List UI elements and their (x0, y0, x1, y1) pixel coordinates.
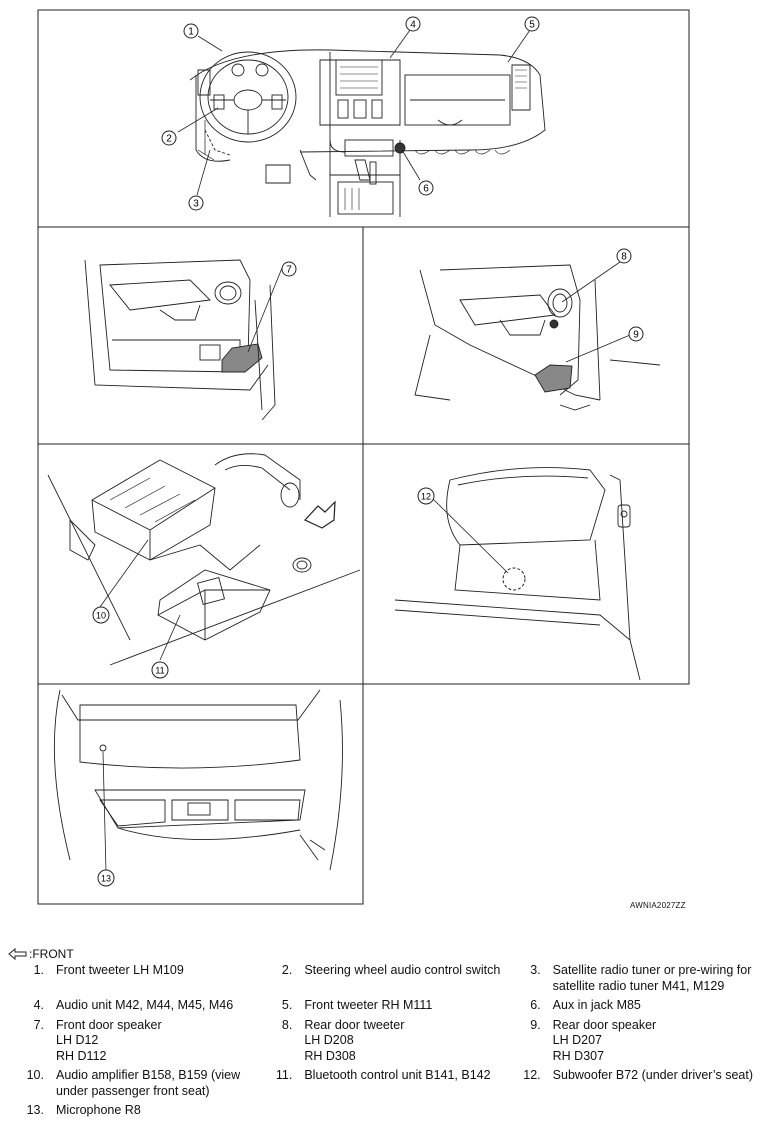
callout-1: 1 (183, 23, 199, 39)
legend-num: 8. (281, 1017, 293, 1032)
legend-item: 7. Front door speaker LH D12 RH D112 (22, 1018, 270, 1065)
svg-text:6: 6 (423, 184, 429, 195)
legend-item: 12. Subwoofer B72 (under driver’s seat) (519, 1068, 767, 1099)
legend-num: 4. (33, 998, 44, 1012)
legend-num: 11. (275, 1068, 293, 1082)
legend-num: 7. (33, 1017, 44, 1032)
legend-item: 6. Aux in jack M85 (519, 998, 767, 1014)
callout-6: 6 (418, 180, 434, 196)
legend-num: 6. (530, 998, 541, 1012)
panel-under-seat (37, 443, 364, 685)
callout-9: 9 (628, 326, 644, 342)
legend-item: 11. Bluetooth control unit B141, B142 (270, 1068, 518, 1099)
svg-text:9: 9 (633, 330, 639, 341)
front-label: :FRONT (29, 947, 74, 961)
under-seat-drawing (47, 453, 361, 666)
legend-item: 9. Rear door speaker LH D207 RH D307 (519, 1018, 767, 1065)
dashboard-leaders (177, 29, 531, 196)
legend: 1. Front tweeter LH M109 2. Steering wheel… (22, 963, 767, 1123)
callout-11: 11 (151, 661, 169, 679)
driver-seat-drawing (394, 467, 641, 681)
legend-row: 4. Audio unit M42, M44, M45, M46 5. Front … (22, 998, 767, 1014)
callout-12: 12 (417, 487, 435, 505)
legend-row: 13. Microphone R8 (22, 1103, 767, 1119)
component-location-figure: 1 2 3 4 5 6 7 8 9 10 11 12 13 (37, 9, 690, 905)
callouts: 1 2 3 4 5 6 7 8 9 10 11 12 13 (92, 16, 644, 887)
legend-row: 1. Front tweeter LH M109 2. Steering wheel… (22, 963, 767, 994)
legend-text: Steering wheel audio control switch (304, 963, 501, 977)
dashboard-drawing (189, 49, 546, 217)
subwoofer-location-marker (502, 567, 526, 591)
legend-text: Rear door tweeter LH D208 RH D308 (304, 1017, 405, 1063)
legend-num: 5. (281, 998, 293, 1012)
legend-num: 13. (26, 1103, 44, 1117)
svg-text:7: 7 (286, 265, 292, 276)
svg-text:13: 13 (101, 874, 111, 884)
svg-text:1: 1 (188, 27, 194, 38)
svg-text:3: 3 (193, 199, 199, 210)
svg-text:5: 5 (529, 20, 535, 31)
overhead-drawing (53, 689, 343, 871)
legend-text: Rear door speaker LH D207 RH D307 (552, 1017, 657, 1063)
rear-door-drawing (414, 264, 661, 411)
legend-num: 2. (281, 963, 293, 977)
legend-item: 13. Microphone R8 (22, 1103, 271, 1119)
legend-text: Microphone R8 (56, 1103, 141, 1117)
legend-text: Front tweeter LH M109 (56, 963, 184, 977)
legend-row: 7. Front door speaker LH D12 RH D112 8. Re… (22, 1018, 767, 1065)
callout-2: 2 (161, 130, 177, 146)
legend-item: 2. Steering wheel audio control switch (270, 963, 518, 994)
front-arrow-icon (8, 948, 27, 960)
legend-num: 10. (26, 1068, 44, 1082)
legend-row: 10. Audio amplifier B158, B159 (view unde… (22, 1068, 767, 1099)
svg-text:4: 4 (410, 20, 416, 31)
legend-text: Audio unit M42, M44, M45, M46 (56, 998, 234, 1012)
callout-8: 8 (616, 248, 632, 264)
legend-item: 1. Front tweeter LH M109 (22, 963, 270, 994)
callout-3: 3 (188, 195, 204, 211)
legend-item: 5. Front tweeter RH M111 (270, 998, 518, 1014)
panel-driver-seat (362, 443, 690, 685)
front-door-drawing (84, 259, 276, 421)
panel-front-door (37, 226, 364, 445)
legend-text: Audio amplifier B158, B159 (view under p… (56, 1068, 241, 1098)
figure-drawing: 1 2 3 4 5 6 7 8 9 10 11 12 13 (37, 9, 690, 905)
svg-text:12: 12 (421, 492, 431, 502)
svg-text:8: 8 (621, 252, 627, 263)
svg-text:2: 2 (166, 134, 172, 145)
legend-text: Subwoofer B72 (under driver’s seat) (552, 1068, 753, 1082)
callout-13: 13 (97, 869, 115, 887)
panel-overhead (37, 683, 364, 905)
callout-10: 10 (92, 606, 110, 624)
figure-code: AWNIA2027ZZ (630, 901, 686, 910)
legend-text: Aux in jack M85 (552, 998, 641, 1012)
callout-7: 7 (281, 261, 297, 277)
legend-item: 4. Audio unit M42, M44, M45, M46 (22, 998, 270, 1014)
panel-dashboard (37, 9, 690, 228)
legend-text: Front door speaker LH D12 RH D112 (56, 1017, 162, 1063)
legend-num: 9. (530, 1017, 541, 1032)
legend-text: Front tweeter RH M111 (304, 998, 433, 1012)
legend-num: 12. (523, 1068, 541, 1082)
svg-text:11: 11 (155, 666, 164, 676)
legend-text: Bluetooth control unit B141, B142 (304, 1068, 491, 1082)
callout-5: 5 (524, 16, 540, 32)
callout-4: 4 (405, 16, 421, 32)
legend-item: 8. Rear door tweeter LH D208 RH D308 (270, 1018, 518, 1065)
legend-item: 10. Audio amplifier B158, B159 (view unde… (22, 1068, 270, 1099)
legend-num: 3. (530, 963, 541, 977)
legend-item: 3. Satellite radio tuner or pre-wiring fo… (519, 963, 767, 994)
legend-num: 1. (33, 963, 44, 977)
svg-text:10: 10 (96, 611, 106, 621)
legend-text: Satellite radio tuner or pre-wiring for … (552, 963, 752, 993)
front-indicator: :FRONT (8, 947, 74, 961)
